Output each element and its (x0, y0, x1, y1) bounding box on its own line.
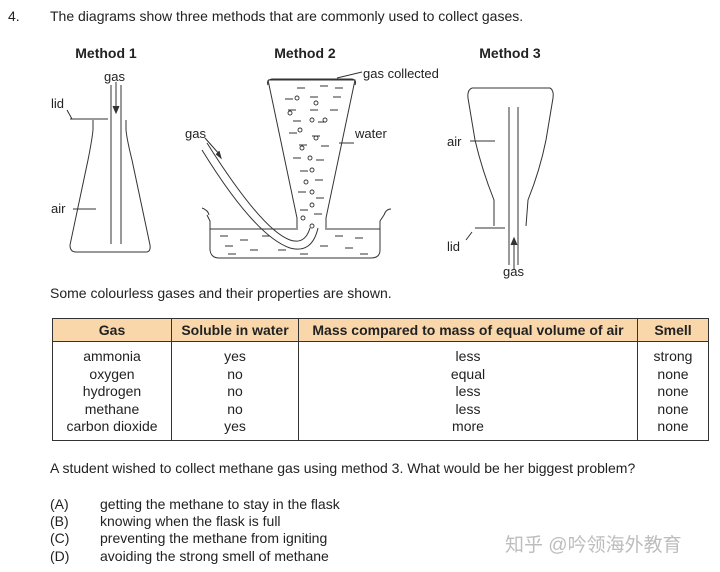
header-mass: Mass compared to mass of equal volume of… (298, 318, 638, 342)
option-d-letter: (D) (50, 548, 70, 564)
option-a-text: getting the methane to stay in the flask (100, 496, 340, 512)
option-c-text: preventing the methane from igniting (100, 530, 328, 546)
method-3-lid-label: lid (447, 239, 461, 254)
table-intro: Some colourless gases and their properti… (50, 285, 392, 301)
cell: less (298, 383, 638, 401)
cell: no (171, 365, 299, 383)
option-b-letter: (B) (50, 513, 69, 529)
table-header-row: Gas Soluble in water Mass compared to ma… (52, 318, 709, 342)
header-smell: Smell (637, 318, 709, 342)
cell: carbon dioxide (52, 418, 172, 441)
method-3-diagram (465, 87, 554, 270)
question-text: The diagrams show three methods that are… (50, 8, 524, 24)
cell: equal (298, 365, 638, 383)
method-3-title: Method 3 (479, 45, 541, 61)
question-number: 4. (8, 8, 20, 24)
method-1-air-label: air (51, 201, 66, 216)
cell: more (298, 418, 638, 441)
method-2-water-label: water (355, 126, 387, 141)
method-3-air-label: air (447, 134, 462, 149)
apparatus-diagrams (66, 71, 554, 270)
cell: oxygen (52, 365, 172, 383)
cell: less (298, 341, 638, 366)
header-gas: Gas (52, 318, 172, 342)
method-2-gas-label: gas (185, 126, 206, 141)
method-3-gas-label: gas (503, 264, 524, 279)
header-soluble: Soluble in water (171, 318, 299, 342)
cell: no (171, 400, 299, 418)
cell: none (637, 400, 709, 418)
option-b-text: knowing when the flask is full (100, 513, 281, 529)
cell: none (637, 418, 709, 441)
cell: none (637, 383, 709, 401)
method-1-title: Method 1 (75, 45, 137, 61)
cell: methane (52, 400, 172, 418)
method-1-lid-label: lid (51, 96, 65, 111)
method-2-title: Method 2 (274, 45, 336, 61)
cell: ammonia (52, 341, 172, 366)
method-2-diagram (201, 71, 392, 259)
gas-properties-table: Gas Soluble in water Mass compared to ma… (52, 318, 709, 441)
cell: yes (171, 418, 299, 441)
cell: yes (171, 341, 299, 366)
cell: no (171, 383, 299, 401)
method-2-gas-collected-label: gas collected (363, 66, 439, 81)
method-1-diagram (66, 82, 151, 253)
cell: none (637, 365, 709, 383)
cell: less (298, 400, 638, 418)
question-prompt: A student wished to collect methane gas … (50, 460, 636, 476)
watermark: 知乎 @吟领海外教育 (505, 535, 682, 556)
option-c-letter: (C) (50, 530, 70, 546)
option-d-text: avoiding the strong smell of methane (100, 548, 329, 564)
cell: strong (637, 341, 709, 366)
cell: hydrogen (52, 383, 172, 401)
method-1-gas-label: gas (104, 69, 125, 84)
option-a-letter: (A) (50, 496, 69, 512)
